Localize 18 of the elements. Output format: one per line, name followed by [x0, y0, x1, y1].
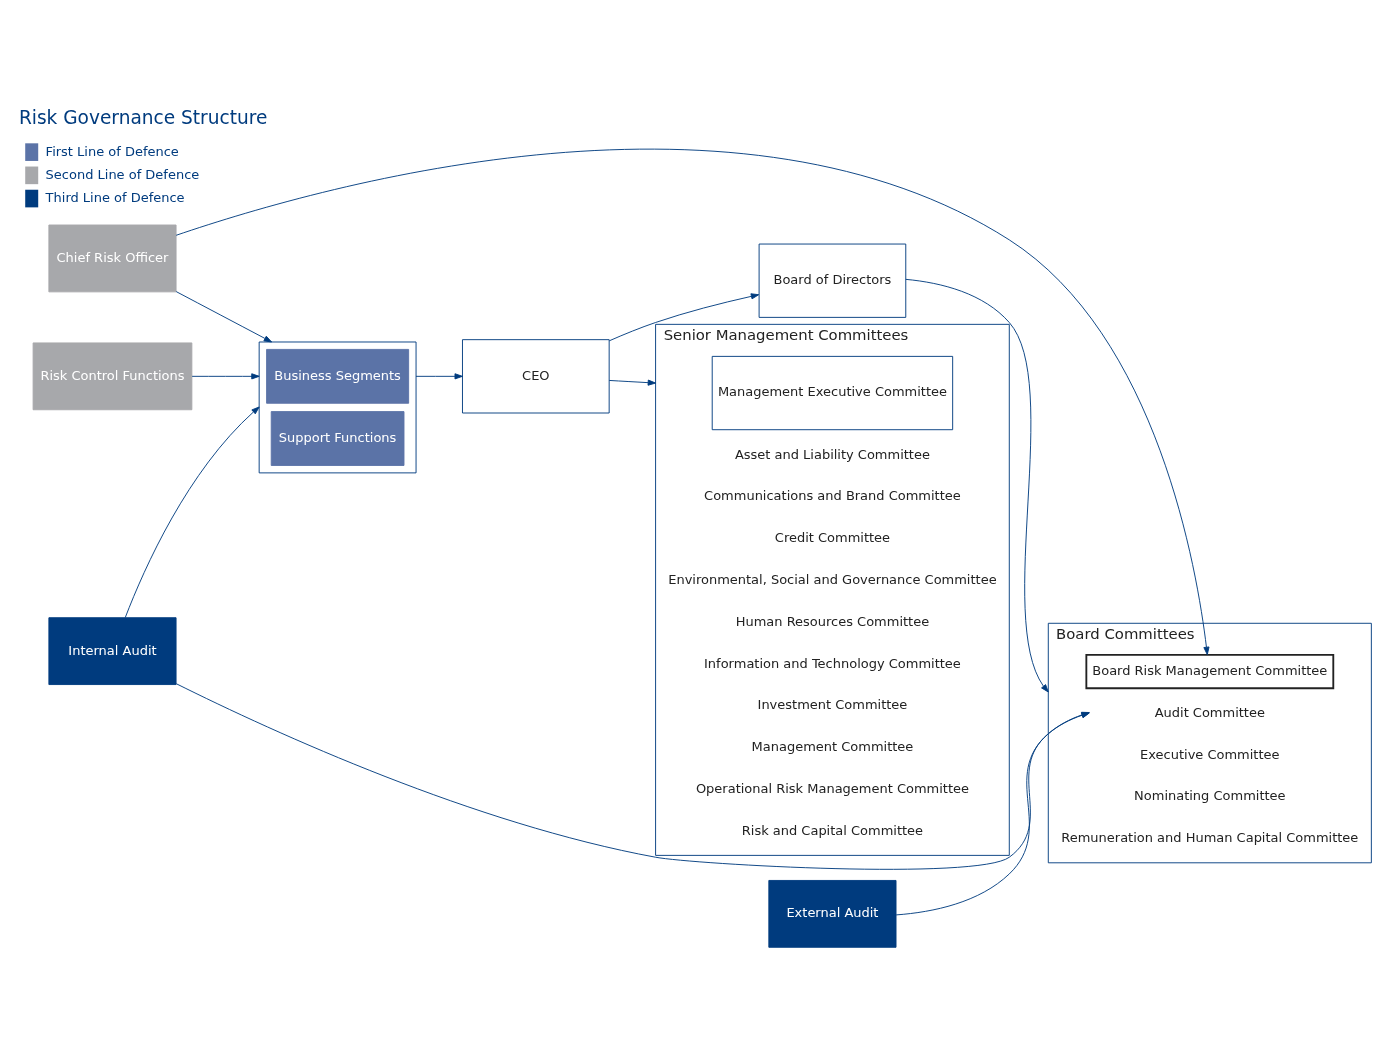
node-text: Information and Technology Committee [704, 655, 961, 671]
node-text: Audit Committee [1154, 704, 1265, 720]
node-text: Operational Risk Management Committee [695, 780, 969, 796]
node-text: Management Committee [751, 738, 914, 754]
node-text: Risk and Capital Committee [741, 822, 924, 838]
legend-label: Third Line of Defence [45, 189, 185, 205]
legend-label: First Line of Defence [45, 143, 179, 159]
node-text: Communications and Brand Committee [704, 487, 961, 503]
diagram-title: Risk Governance Structure [18, 106, 268, 128]
node-text: Remuneration and Human Capital Committee [1061, 829, 1359, 845]
node-text: Credit Committee [774, 529, 891, 545]
node-text: Investment Committee [757, 696, 908, 712]
node-text: Executive Committee [1140, 746, 1280, 762]
node-text: Human Resources Committee [735, 613, 930, 629]
legend-label: Second Line of Defence [45, 166, 200, 182]
node-text: Asset and Liability Committee [734, 446, 930, 462]
node-text: Nominating Committee [1134, 787, 1286, 803]
node-text: Environmental, Social and Governance Committee [668, 571, 997, 587]
